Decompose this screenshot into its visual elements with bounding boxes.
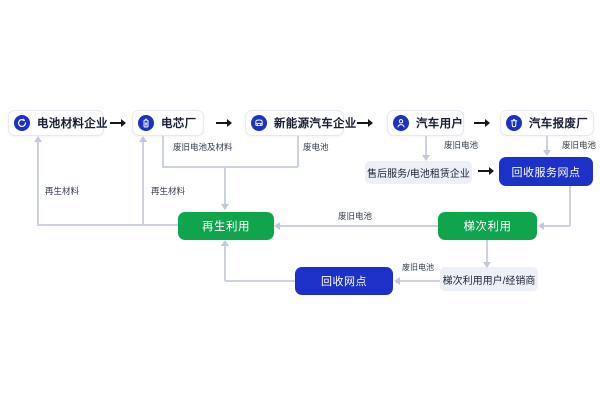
connector-line <box>224 166 226 204</box>
arrow-up-icon <box>34 136 42 142</box>
trash-icon <box>506 115 522 131</box>
connector-line <box>224 246 226 281</box>
node-label: 梯次利用用户/经销商 <box>442 275 536 287</box>
node-label: 再生利用 <box>202 221 250 233</box>
node-label: 汽车用户 <box>416 118 464 130</box>
edge-label: 再生材料 <box>151 186 186 196</box>
node-regeneration-use: 再生利用 <box>178 212 274 240</box>
connector-line <box>297 136 299 167</box>
arrow-up-icon <box>139 136 147 142</box>
connector-line <box>37 224 178 226</box>
flow-arrow-right-icon <box>474 119 490 127</box>
node-label: 新能源汽车企业 <box>274 118 357 130</box>
connector-line <box>162 166 298 168</box>
connector-line <box>142 142 144 225</box>
node-recycle-service-outlet: 回收服务网点 <box>499 157 593 186</box>
arrow-up-icon <box>221 240 229 246</box>
node-car-user: 汽车用户 <box>387 110 464 136</box>
arrow-down-icon <box>422 155 430 161</box>
connector-line <box>162 136 164 167</box>
arrow-down-icon <box>543 150 551 156</box>
flow-arrow-right-icon <box>357 119 373 127</box>
edge-label: 废旧电池 <box>338 211 373 221</box>
arrow-left-icon <box>394 277 400 285</box>
connector-line <box>569 186 571 226</box>
flow-arrow-right-icon <box>478 167 494 175</box>
connector-line <box>225 280 295 282</box>
connector-line <box>280 225 438 227</box>
edge-label: 废旧电池 <box>444 140 479 150</box>
edge-label: 再生材料 <box>45 186 80 196</box>
edge-label: 废电池 <box>303 142 329 152</box>
node-label: 电芯厂 <box>161 118 197 130</box>
battery-icon <box>138 115 154 131</box>
node-cell-factory: 电芯厂 <box>132 110 204 136</box>
node-recycle-outlet: 回收网点 <box>295 267 393 295</box>
car-icon <box>251 115 267 131</box>
connector-line <box>546 136 548 150</box>
user-icon <box>393 115 409 131</box>
node-cascade-use: 梯次利用 <box>438 212 537 240</box>
node-label: 售后服务/电池租赁企业 <box>367 169 470 180</box>
flow-arrow-right-icon <box>110 119 126 127</box>
node-car-scrap-factory: 汽车报废厂 <box>500 110 594 136</box>
edge-label: 废旧电池及材料 <box>173 142 233 152</box>
node-label: 回收网点 <box>321 276 367 288</box>
node-after-sales-service: 售后服务/电池租赁企业 <box>365 161 472 184</box>
recycle-icon <box>14 115 30 131</box>
node-label: 汽车报废厂 <box>529 118 588 130</box>
connector-line <box>486 240 488 262</box>
connector-line <box>544 225 570 227</box>
node-cascade-users-dealers: 梯次利用用户/经销商 <box>440 267 538 291</box>
node-label: 回收服务网点 <box>511 166 581 179</box>
arrow-down-icon <box>221 204 229 210</box>
edge-label: 废旧电池 <box>562 140 597 150</box>
arrow-left-icon <box>538 222 544 230</box>
connector-line <box>425 136 427 155</box>
arrow-down-icon <box>483 262 491 268</box>
node-label: 梯次利用 <box>463 221 512 233</box>
node-label: 电池材料企业 <box>37 118 108 130</box>
node-battery-material-company: 电池材料企业 <box>8 110 108 136</box>
connector-line <box>37 142 39 225</box>
node-ev-company: 新能源汽车企业 <box>245 110 356 136</box>
connector-line <box>400 280 440 282</box>
edge-label: 废旧电池 <box>402 263 434 272</box>
arrow-left-icon <box>274 222 280 230</box>
flow-arrow-right-icon <box>216 119 232 127</box>
